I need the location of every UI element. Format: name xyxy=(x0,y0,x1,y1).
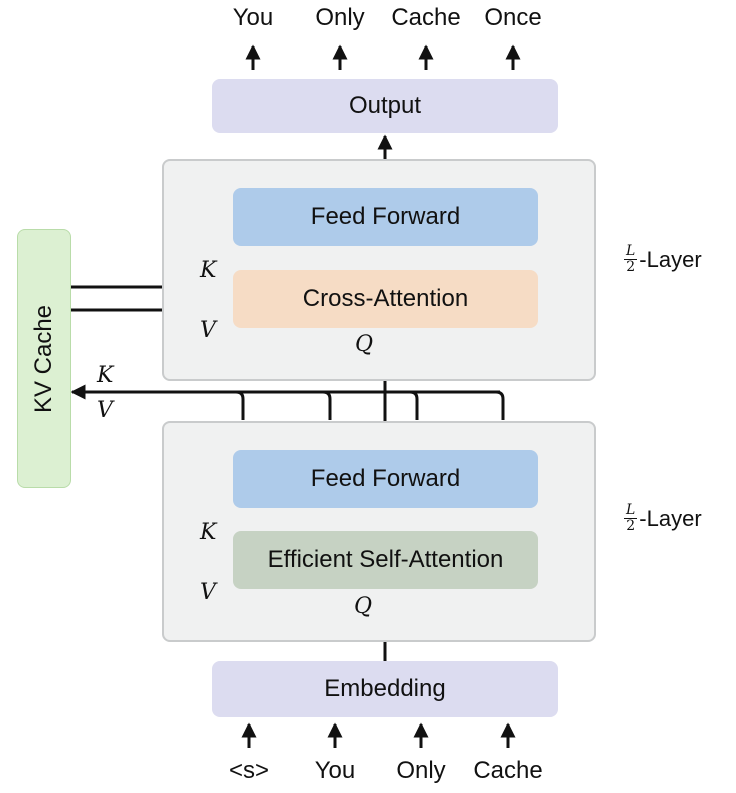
cross-attention-block: Cross-Attention xyxy=(233,270,538,328)
layer-fraction-denominator: 2 xyxy=(626,259,636,275)
layer-fraction-numerator: L xyxy=(624,243,638,260)
kv-bus-tap-1 xyxy=(235,390,245,420)
self-q-label: Q xyxy=(354,594,373,619)
input-token-2: You xyxy=(314,757,356,784)
output-token-1: You xyxy=(232,4,274,31)
cross-k-label: K xyxy=(200,258,217,283)
kv-bus-tap-4 xyxy=(495,390,505,420)
kv-cache-block: KV Cache xyxy=(17,229,71,488)
input-token-4: Cache xyxy=(473,757,543,784)
bus-v-label: V xyxy=(97,398,113,423)
bus-k-label: K xyxy=(97,363,114,388)
output-block: Output xyxy=(212,79,558,133)
input-token-3: Only xyxy=(396,757,446,784)
kv-cache-label: KV Cache xyxy=(30,304,57,413)
input-token-1: <s> xyxy=(228,757,270,784)
efficient-self-attention-block: Efficient Self-Attention xyxy=(233,531,538,589)
self-v-label: V xyxy=(200,580,216,605)
embedding-block: Embedding xyxy=(212,661,558,717)
cross-q-label: Q xyxy=(355,332,374,357)
feed-forward-bottom-block: Feed Forward xyxy=(233,450,538,508)
cross-v-label: V xyxy=(200,318,216,343)
output-token-3: Cache xyxy=(391,4,461,31)
layer-suffix: -Layer xyxy=(639,505,702,531)
layer-suffix: -Layer xyxy=(639,246,702,272)
layer-fraction-numerator: L xyxy=(624,502,638,519)
layer-fraction-denominator: 2 xyxy=(626,518,636,534)
feed-forward-top-block: Feed Forward xyxy=(233,188,538,246)
self-k-label: K xyxy=(200,520,217,545)
kv-bus-tap-3 xyxy=(409,390,419,420)
output-token-4: Once xyxy=(484,4,542,31)
output-token-2: Only xyxy=(315,4,365,31)
kv-bus-tap-2 xyxy=(322,390,332,420)
